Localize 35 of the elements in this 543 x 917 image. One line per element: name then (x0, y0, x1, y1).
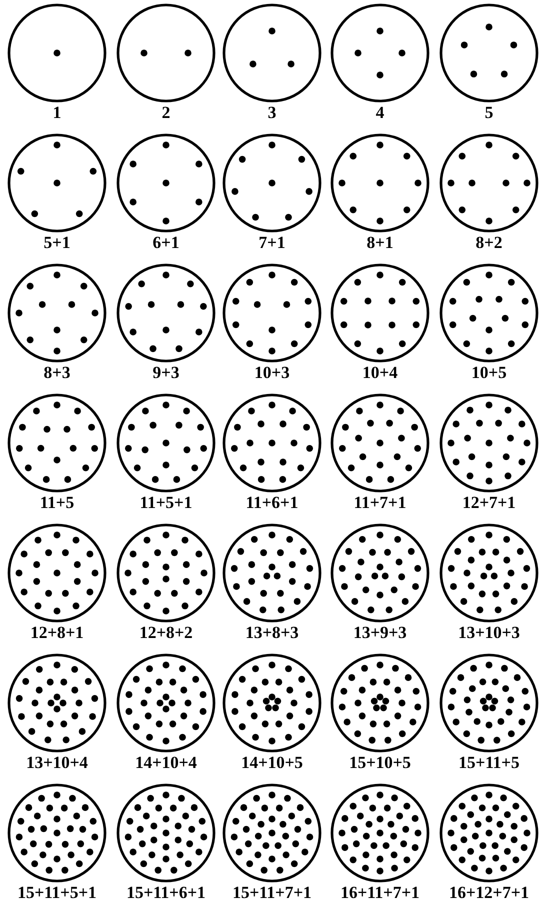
arrangement-label: 5+1 (44, 233, 70, 253)
arrangement-label: 8+1 (366, 233, 394, 253)
arrangement-label: 3 (268, 103, 276, 123)
arrangement-label: 10+5 (471, 363, 507, 383)
arrangement-label: 10+3 (254, 363, 290, 383)
arrangement-label: 6+1 (152, 233, 180, 253)
arrangement-label: 12+8+2 (139, 623, 193, 643)
arrangement-label: 2 (162, 103, 170, 123)
arrangement-label: 16+11+7+1 (340, 883, 420, 903)
arrangement-label: 7+1 (258, 233, 286, 253)
arrangement-label: 1 (52, 103, 62, 123)
arrangement-label: 8+2 (476, 233, 502, 253)
arrangement-label: 15+11+5+1 (17, 883, 97, 903)
arrangement-label: 12+8+1 (30, 623, 84, 643)
arrangement-label: 13+8+3 (245, 623, 299, 643)
arrangement-label: 13+9+3 (353, 623, 407, 643)
arrangement-label: 15+11+7+1 (232, 883, 312, 903)
arrangement-label: 10+4 (362, 363, 398, 383)
arrangement-label: 14+10+5 (241, 753, 303, 773)
arrangement-label: 5 (484, 103, 494, 123)
arrangement-label: 12+7+1 (462, 493, 516, 513)
arrangement-label: 15+11+5 (458, 753, 520, 773)
arrangement-label: 11+6+1 (246, 493, 298, 513)
arrangement-label: 11+5 (40, 493, 74, 513)
arrangement-label: 15+10+5 (349, 753, 411, 773)
arrangement-label: 15+11+6+1 (126, 883, 206, 903)
arrangement-label: 9+3 (152, 363, 180, 383)
arrangement-label: 8+3 (44, 363, 70, 383)
arrangement-label: 4 (376, 103, 384, 123)
arrangement-label: 11+7+1 (354, 493, 406, 513)
arrangement-label: 11+5+1 (140, 493, 192, 513)
arrangement-label: 13+10+3 (458, 623, 520, 643)
arrangement-label: 13+10+4 (26, 753, 88, 773)
arrangement-label: 16+12+7+1 (448, 883, 530, 903)
arrangement-label: 14+10+4 (135, 753, 197, 773)
